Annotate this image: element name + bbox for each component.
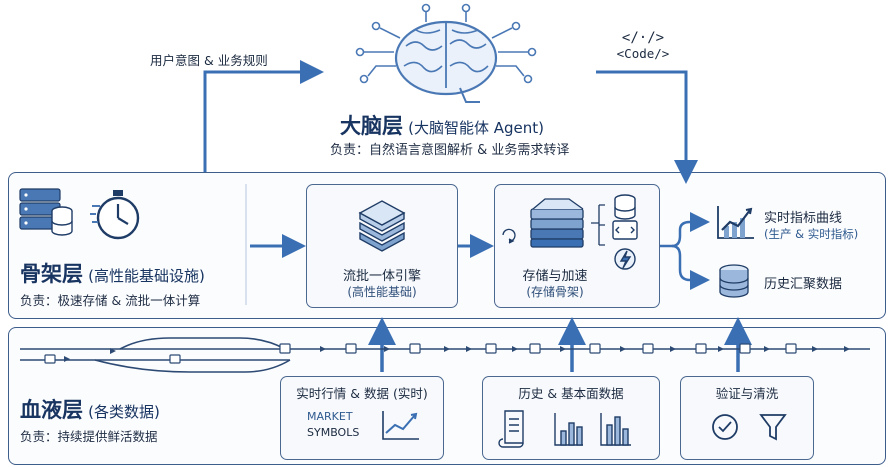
code-label: <Code/> — [616, 46, 670, 61]
stack-layers-icon — [358, 200, 406, 252]
source-history-title: 历史 & 基本面数据 — [518, 386, 624, 401]
brain-title: 大脑层 — [340, 114, 403, 138]
engine-sub-label: (高性能基础) — [347, 285, 417, 299]
stopwatch-icon — [90, 190, 140, 240]
market-label: MARKET — [307, 410, 353, 423]
brain-subtitle: (大脑智能体 Agent) — [408, 119, 544, 137]
skeleton-title: 骨架层 — [20, 262, 83, 286]
engine-label: 流批一体引擎 — [342, 269, 421, 284]
realtime-output-label: 实时指标曲线 — [764, 211, 843, 226]
code-icon: </·/> <Code/> — [608, 30, 678, 61]
brain-icon — [355, 3, 537, 103]
brain-layer-heading: 大脑层 (大脑智能体 Agent) — [340, 110, 544, 140]
symbols-label: SYMBOLS — [307, 426, 360, 439]
history-icons — [498, 410, 631, 448]
skeleton-layer-heading: 骨架层 (高性能基础设施) — [20, 258, 205, 288]
source-history-box: 历史 & 基本面数据 — [482, 376, 660, 460]
server-icon — [19, 188, 73, 236]
storage-label: 存储与加速 — [522, 269, 588, 284]
user-intent-label: 用户意图 & 业务规则 — [150, 53, 268, 68]
storage-box: 存储与加速 (存储骨架) — [494, 184, 660, 308]
blood-subtitle: (各类数据) — [88, 403, 160, 421]
skeleton-subtitle: (高性能基础设施) — [88, 267, 205, 285]
history-stack-icon — [719, 264, 749, 298]
blood-title: 血液层 — [20, 398, 83, 422]
history-output-label: 历史汇聚数据 — [764, 277, 843, 292]
storage-sub-label: (存储骨架) — [526, 285, 584, 299]
brain-responsibility: 负责：自然语言意图解析 & 业务需求转译 — [330, 143, 570, 158]
code-symbol: </·/> — [621, 30, 665, 46]
realtime-output-sub: (生产 & 实时指标) — [764, 227, 859, 241]
engine-box: 流批一体引擎 (高性能基础) — [306, 184, 458, 308]
line-chart-icon — [382, 411, 419, 440]
source-validation-title: 验证与清洗 — [715, 386, 779, 401]
source-realtime-title: 实时行情 & 数据 (实时) — [296, 386, 428, 401]
blood-layer-heading: 血液层 (各类数据) — [20, 394, 160, 424]
blood-responsibility: 负责：持续提供鲜活数据 — [20, 429, 158, 444]
source-validation-box: 验证与清洗 — [680, 376, 814, 460]
skeleton-responsibility: 负责：极速存储 & 流批一体计算 — [20, 293, 201, 308]
source-realtime-box: 实时行情 & 数据 (实时) MARKET SYMBOLS — [280, 376, 444, 460]
storage-icons — [502, 194, 638, 270]
validation-icons — [712, 414, 787, 441]
trend-chart-icon — [717, 206, 754, 239]
market-symbols-text: MARKET SYMBOLS — [307, 409, 359, 441]
